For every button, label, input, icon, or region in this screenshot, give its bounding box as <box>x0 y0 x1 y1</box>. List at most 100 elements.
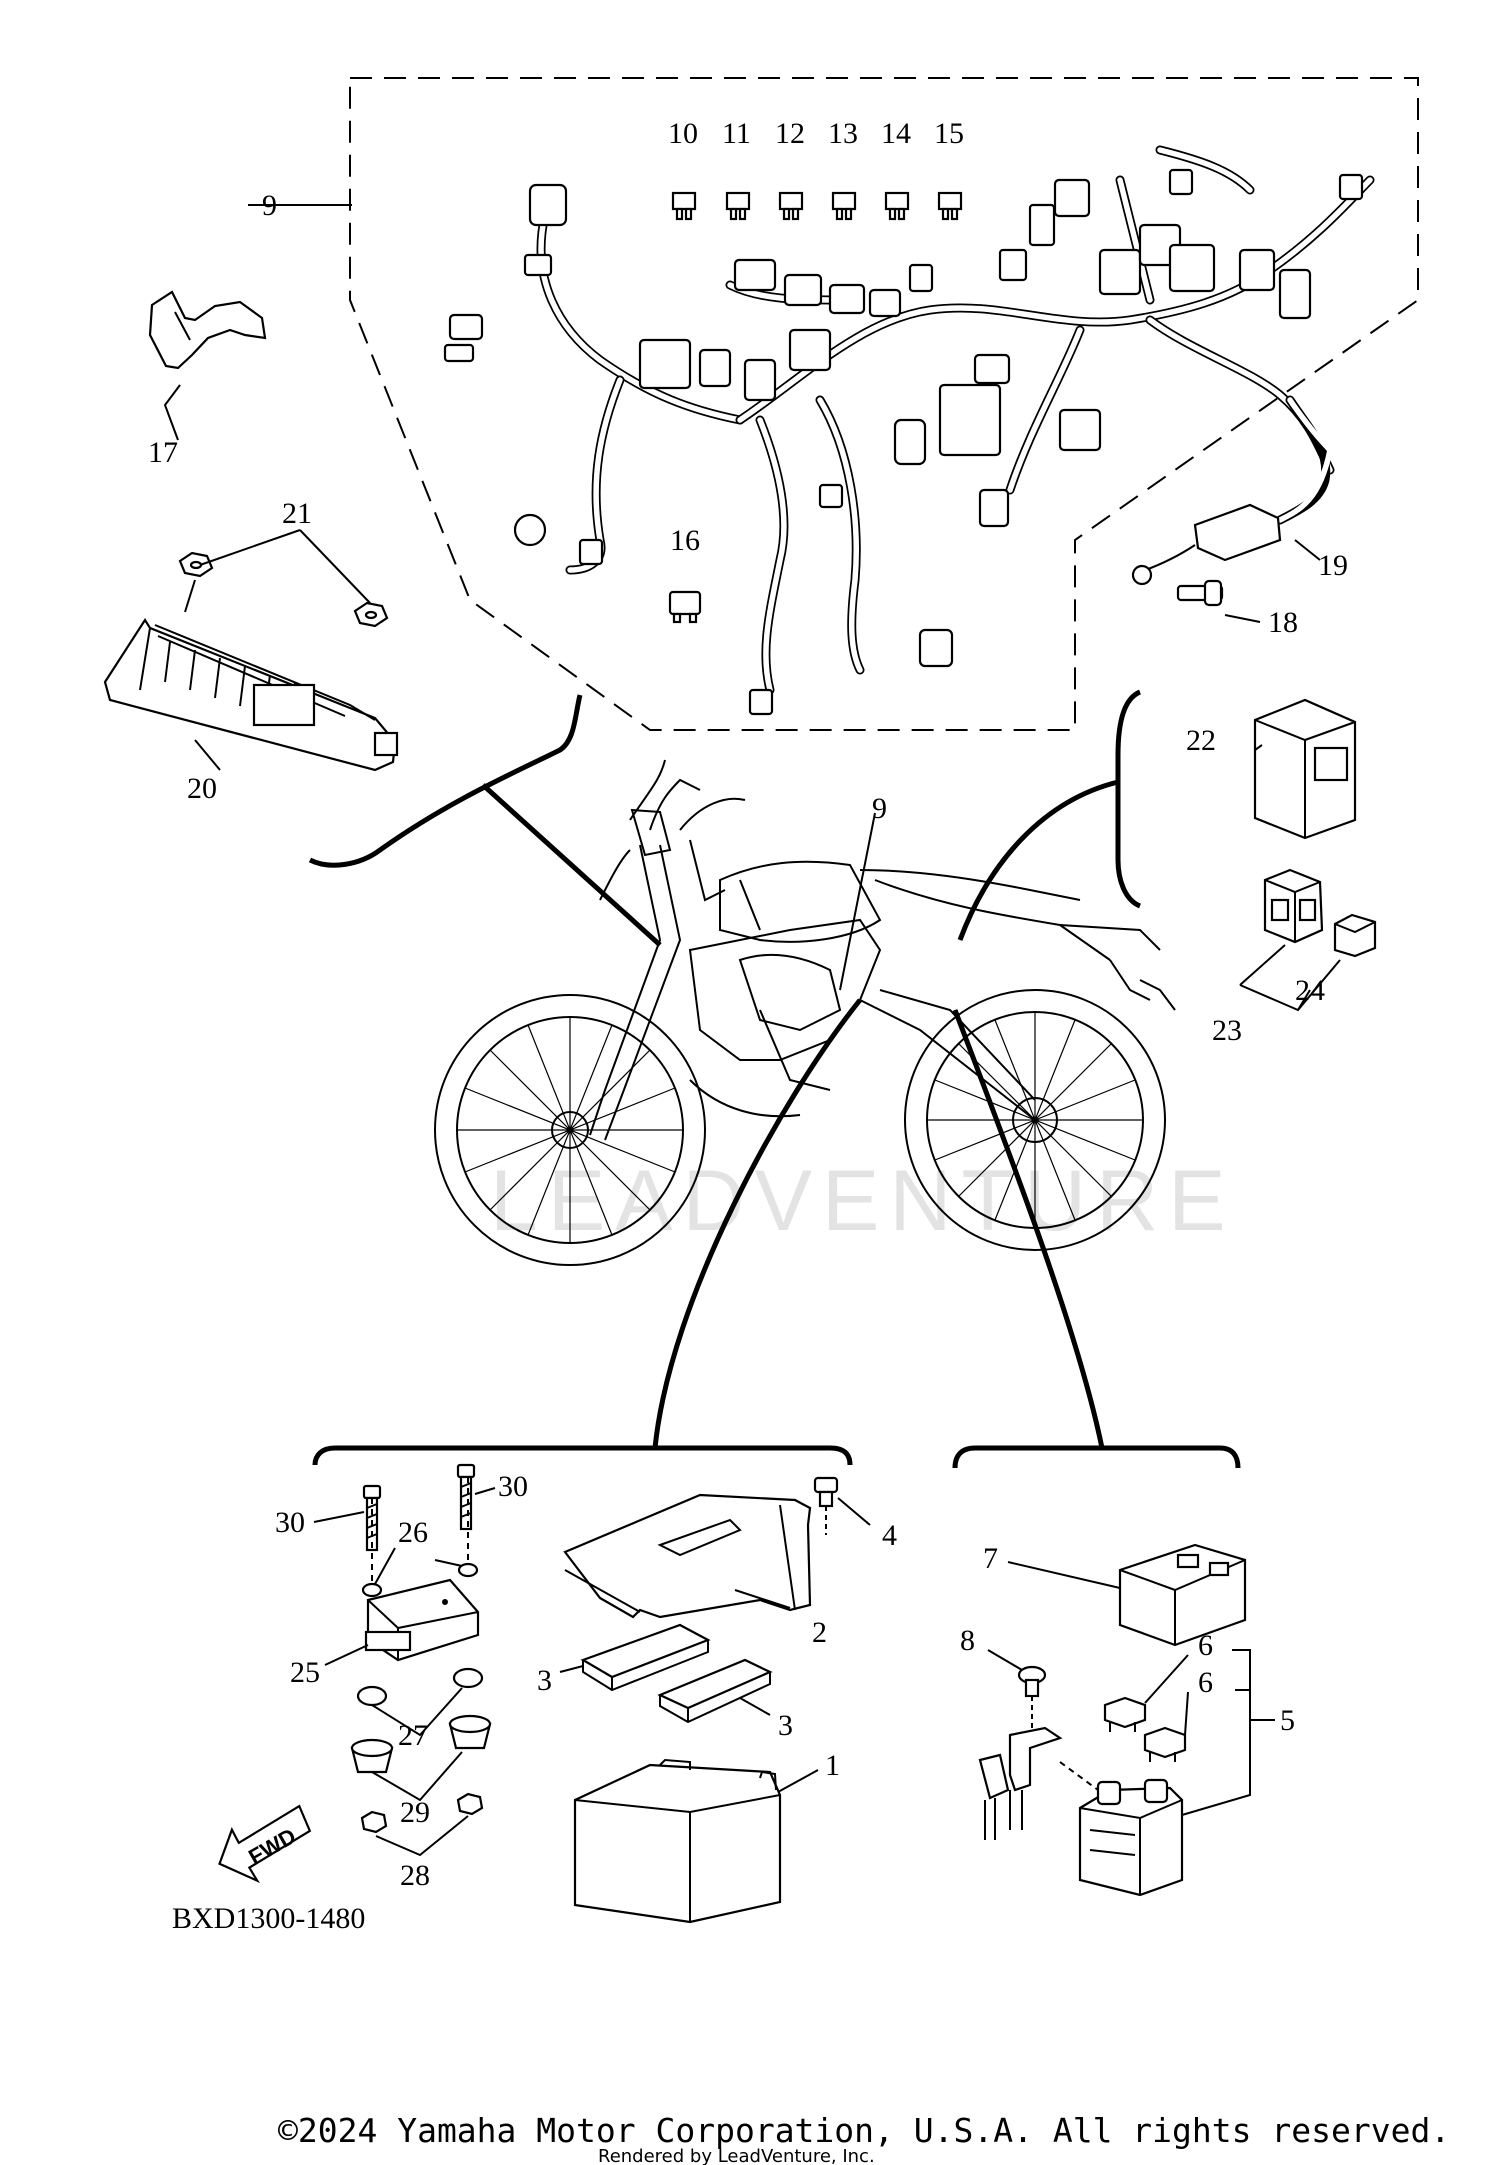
harness-dashed-outline <box>349 77 1419 731</box>
leader-30-left <box>313 1511 365 1523</box>
callout-24: 24 <box>1295 974 1325 1007</box>
wire-harness-part-9[interactable] <box>443 145 1375 716</box>
leader-26 <box>374 1547 463 1585</box>
callout-20: 20 <box>187 772 217 805</box>
leader-27 <box>371 1687 463 1737</box>
callout-18: 18 <box>1268 606 1298 639</box>
bolt-part-8[interactable] <box>1017 1665 1047 1730</box>
callout-22: 22 <box>1186 724 1216 757</box>
battery-pointer <box>652 998 862 1449</box>
washer-part-26[interactable] <box>361 1562 479 1598</box>
leader-dash <box>1059 1761 1099 1791</box>
leader-1 <box>777 1769 819 1793</box>
leader-6-upper <box>1144 1654 1189 1704</box>
callout-26: 26 <box>398 1516 428 1549</box>
fuse-11[interactable] <box>725 191 751 221</box>
battery-part-1[interactable] <box>573 1758 782 1924</box>
rendered-by-notice: Rendered by LeadVenture, Inc. <box>598 2146 875 2165</box>
leader-21-a <box>184 579 196 613</box>
callout-15: 15 <box>934 117 964 150</box>
leader-30-right <box>474 1487 496 1495</box>
leader-5-bracket <box>1181 1649 1251 1816</box>
leader-25 <box>324 1644 369 1666</box>
fuse-part-24[interactable] <box>1333 913 1377 958</box>
mount-leaders <box>313 1477 496 1857</box>
callout-30-right: 30 <box>498 1470 528 1503</box>
fuse-15[interactable] <box>937 191 963 221</box>
callout-27: 27 <box>398 1719 428 1752</box>
watermark-text: LEADVENTURE <box>490 1153 1236 1249</box>
leader-22 <box>1254 744 1263 751</box>
nut-part-21-left[interactable] <box>178 551 214 578</box>
callout-4: 4 <box>882 1519 897 1552</box>
leader-7 <box>1007 1561 1121 1589</box>
callout-6-upper: 6 <box>1198 1629 1213 1662</box>
bolt-part-30-right[interactable] <box>456 1463 476 1531</box>
fuse-part-6-lower[interactable] <box>1143 1726 1187 1762</box>
callout-8: 8 <box>960 1624 975 1657</box>
diagram-code: BXD1300-1480 <box>172 1902 365 1935</box>
callout-23: 23 <box>1212 1014 1242 1047</box>
bolt-part-30-left[interactable] <box>362 1484 382 1552</box>
starter-bracket <box>952 1445 1241 1469</box>
nut-part-21-right[interactable] <box>353 601 389 628</box>
callout-6-lower: 6 <box>1198 1666 1213 1699</box>
clamp-part-17[interactable] <box>148 290 267 370</box>
callout-9-top: 9 <box>262 189 277 222</box>
fuse-10[interactable] <box>671 191 697 221</box>
leader-6-lower <box>1184 1691 1189 1736</box>
connector-part-16[interactable] <box>668 590 702 624</box>
starter-pointer <box>952 1009 1105 1449</box>
copyright-notice: ©2024 Yamaha Motor Corporation, U.S.A. A… <box>278 2111 1450 2150</box>
callout-19: 19 <box>1318 549 1348 582</box>
battery-cover-part-2[interactable] <box>563 1493 812 1619</box>
bracket-terminal <box>978 1726 1063 1840</box>
callout-28: 28 <box>400 1859 430 1892</box>
callout-13: 13 <box>828 117 858 150</box>
cover-part-7[interactable] <box>1118 1543 1247 1647</box>
battery-bracket <box>312 1445 853 1466</box>
nut-part-28[interactable] <box>360 1792 484 1834</box>
fuse-box-part-23[interactable] <box>1263 868 1324 944</box>
fuse-part-6-upper[interactable] <box>1103 1696 1147 1732</box>
lead-part-19[interactable] <box>1131 395 1333 586</box>
fuse-12[interactable] <box>778 191 804 221</box>
battery-leaders <box>559 1497 871 1793</box>
pad-part-3-left[interactable] <box>580 1623 711 1692</box>
callout-10: 10 <box>668 117 698 150</box>
relay-part-22[interactable] <box>1253 698 1357 840</box>
harness-pointer <box>481 783 662 947</box>
leader-3-left <box>559 1665 584 1673</box>
ecu-part-20[interactable] <box>103 617 399 772</box>
collar-part-27[interactable] <box>356 1667 484 1707</box>
callout-17: 17 <box>148 436 178 469</box>
leader-21-b <box>199 529 301 566</box>
leader-21-c <box>299 529 371 604</box>
callout-7: 7 <box>983 1542 998 1575</box>
callout-9-bike: 9 <box>872 792 887 825</box>
fuse-14[interactable] <box>884 191 910 221</box>
regulator-part-25[interactable] <box>364 1578 480 1662</box>
leader-3-right <box>739 1697 771 1716</box>
leader-8 <box>987 1649 1023 1671</box>
relay-bracket <box>1115 689 1142 909</box>
callout-labels: 1 2 3 3 4 5 6 6 7 8 9 9 10 11 12 13 14 1… <box>148 117 1348 1892</box>
starter-relay-part-5[interactable] <box>1078 1778 1184 1897</box>
callout-29: 29 <box>400 1796 430 1829</box>
fwd-arrow: FWD <box>218 1804 312 1884</box>
callout-12: 12 <box>775 117 805 150</box>
grommet-part-29[interactable] <box>350 1714 492 1774</box>
bolt-part-4[interactable] <box>813 1476 839 1535</box>
pad-part-3-right[interactable] <box>657 1658 773 1724</box>
callout-11: 11 <box>722 117 751 150</box>
fuse-13[interactable] <box>831 191 857 221</box>
callout-25: 25 <box>290 1656 320 1689</box>
callout-1: 1 <box>825 1749 840 1782</box>
leader-28 <box>375 1815 469 1857</box>
callout-5: 5 <box>1280 1704 1295 1737</box>
starter-leaders <box>987 1561 1275 1816</box>
leader-4 <box>837 1497 871 1526</box>
callout-21: 21 <box>282 497 312 530</box>
screw-part-18[interactable] <box>1176 579 1224 607</box>
callout-16: 16 <box>670 524 700 557</box>
